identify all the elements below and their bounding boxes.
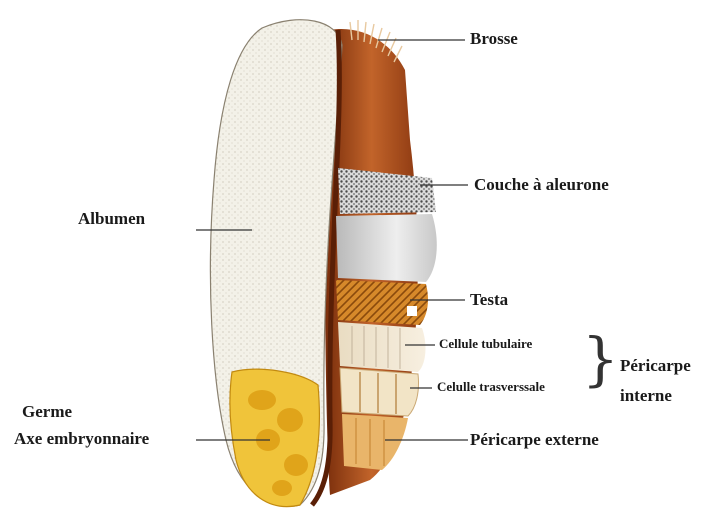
- label-pericarpe-interne-1: Péricarpe: [620, 357, 691, 374]
- testa-band: [336, 280, 428, 325]
- label-celulle-trasverssale: Celulle trasverssale: [437, 380, 545, 393]
- label-germe: Germe: [22, 403, 72, 420]
- curly-brace: }: [582, 330, 619, 388]
- inner-layer-band: [336, 214, 437, 282]
- tubular-cell-band: [338, 322, 425, 372]
- cross-cell-band: [340, 368, 419, 416]
- aleurone-band: [338, 168, 436, 214]
- label-axe-embryonnaire: Axe embryonnaire: [14, 430, 149, 447]
- testa-marker: [407, 306, 417, 316]
- label-cellule-tubulaire: Cellule tubulaire: [439, 337, 532, 350]
- label-albumen: Albumen: [78, 210, 145, 227]
- label-pericarpe-interne-2: interne: [620, 387, 672, 404]
- label-pericarpe-externe: Péricarpe externe: [470, 431, 599, 448]
- outer-pericarp-band: [342, 414, 408, 470]
- label-couche-aleurone: Couche à aleurone: [474, 176, 609, 193]
- label-brosse: Brosse: [470, 30, 518, 47]
- label-testa: Testa: [470, 291, 508, 308]
